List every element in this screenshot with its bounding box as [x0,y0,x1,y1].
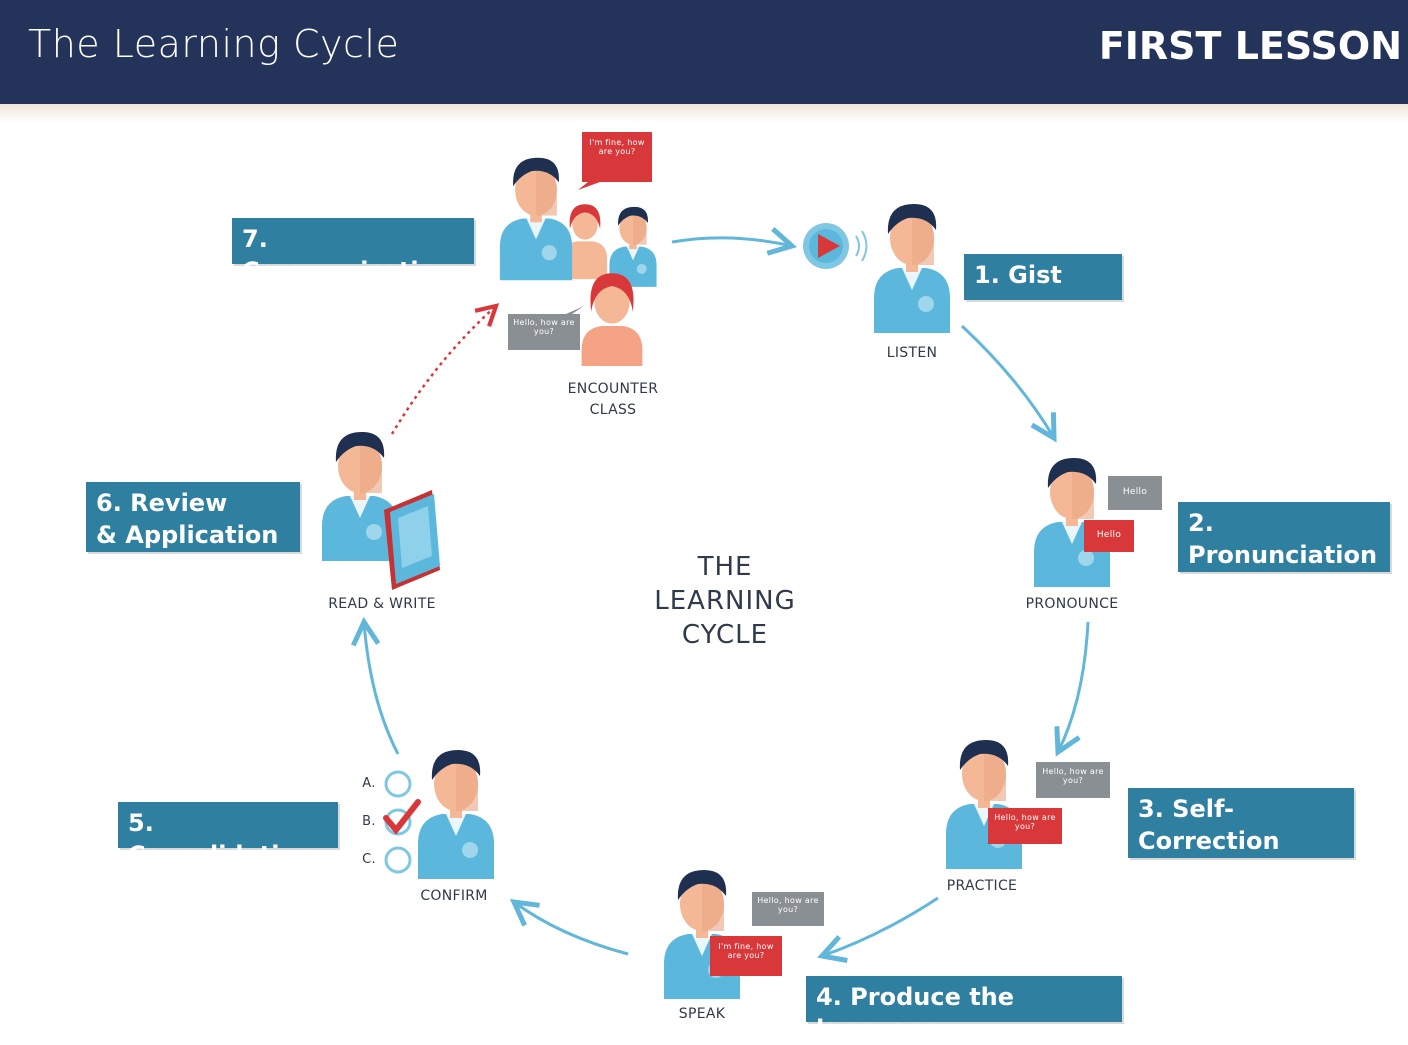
play-audio-icon [803,223,868,269]
stage-gist: 1. Gist [964,254,1122,300]
read-write-person-icon [322,432,398,561]
stage-self-correction-line-1: 3. Self-Correction [1138,795,1280,855]
stage-review-line-1: 6. Review [96,489,228,517]
pronounce-bubbles [1084,476,1162,552]
bubble-text-practice-grey: Hello, how are you? [1042,767,1104,785]
activity-confirm: CONFIRM [420,888,488,904]
confirm-person-icon [418,750,494,879]
bubble-text-pronounce-hello-red: Hello [1096,530,1122,540]
activity-listen: LISTEN [886,345,938,361]
stage-consolidation: 5. Consolidation [118,802,338,869]
quiz-option-a: A. [362,776,376,791]
arrow-encounter-to-listen [671,238,792,246]
activity-encounter: ENCOUNTER [567,381,659,397]
listener-person-icon [874,204,950,333]
stage-produce: 4. Produce the language [806,976,1122,1043]
center-line-1: THE [697,552,753,582]
arrow-speak-to-confirm [514,902,629,956]
arrow-practice-to-speak [822,896,939,956]
activity-practice: PRACTICE [946,878,1018,894]
page-title: The Learning Cycle [28,22,400,66]
activity-pronounce: PRONOUNCE [1025,596,1119,612]
practice-person-icon [946,740,1022,869]
stage-pronunciation-line-2: & Intonation [1188,573,1358,601]
arrow-listen-to-pronounce [960,324,1054,438]
speak-person-icon [664,870,740,999]
center-line-2: LEARNING [654,586,796,616]
arrow-read-to-encounter [390,306,496,435]
stage-pronunciation: 2. Pronunciation & Intonation [1178,502,1390,601]
stage-communication-line-1: 7. Communication [242,225,453,285]
bubble-text-speak-red: I'm fine, how are you? [718,942,774,960]
stage-review-line-2: & Application [96,521,279,549]
arrow-confirm-to-read [364,622,400,755]
tablet-book-icon [384,490,440,590]
stage-self-correction: 3. Self-Correction & Pronunciation [1128,788,1354,919]
bubble-text-pronounce-hello-grey: Hello [1122,487,1148,497]
stage-produce-line-1: 4. Produce the language [816,983,1015,1043]
bubble-text-practice-red: Hello, how are you? [994,813,1056,831]
quiz-option-c: C. [362,852,376,867]
header-accent-band [0,104,1408,122]
activity-speak: SPEAK [678,1006,726,1022]
practice-bubbles [988,762,1110,844]
learning-cycle-diagram [322,132,1162,999]
arrow-pronounce-to-practice [1058,621,1090,752]
stage-review: 6. Review & Application [86,482,300,552]
stage-communication: 7. Communication [232,218,474,285]
stage-self-correction-line-2: & Pronunciation [1138,859,1328,919]
lesson-label: FIRST LESSON [1098,24,1402,68]
header-bar: The Learning Cycle FIRST LESSON [0,0,1408,104]
activity-class: CLASS [589,402,637,418]
cycle-center-title: THE LEARNING CYCLE [630,550,820,652]
speak-bubbles [710,892,824,976]
activity-read-write: READ & WRITE [328,596,436,612]
bubble-text-encounter-hello: Hello, how are you? [513,318,575,336]
quiz-checklist-icon [383,770,421,874]
center-line-3: CYCLE [681,620,769,650]
quiz-option-b: B. [362,814,376,829]
stage-gist-line-1: 1. Gist [974,261,1062,289]
encounter-class-people-icon [499,132,657,366]
bubble-text-encounter-fine: I'm fine, how are you? [589,138,645,156]
stage-consolidation-line-1: 5. Consolidation [128,809,314,869]
stage-pronunciation-line-1: 2. Pronunciation [1188,509,1378,569]
bubble-text-speak-grey: Hello, how are you? [757,896,819,914]
